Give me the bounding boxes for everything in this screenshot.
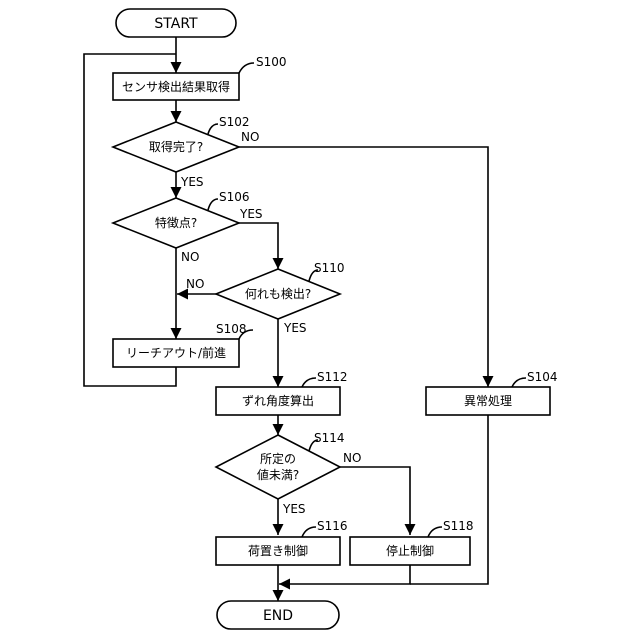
step-s116-text: 荷置き制御 (248, 543, 308, 558)
decision-s106-yes-label: YES (239, 207, 263, 221)
step-s100: センサ検出結果取得 S100 (113, 55, 287, 100)
decision-s106-text: 特徴点? (155, 215, 197, 230)
connectors (84, 37, 488, 601)
decision-s114: 所定の 値未満? S114 NO YES (216, 431, 361, 516)
step-s108-id: S108 (216, 322, 247, 336)
arrow-s102-no-to-s104 (239, 147, 488, 387)
decision-s114-line1: 所定の (260, 451, 296, 466)
step-s108: リーチアウト/前進 S108 (113, 322, 253, 367)
decision-s106-no-label: NO (181, 250, 199, 264)
decision-s102-yes-label: YES (180, 175, 204, 189)
decision-s110-id: S110 (314, 261, 345, 275)
decision-s106-id: S106 (219, 190, 250, 204)
decision-s114-line2: 値未満? (257, 467, 299, 482)
step-s112-id: S112 (317, 370, 348, 384)
decision-s102-no-label: NO (241, 130, 259, 144)
decision-s114-yes-label: YES (282, 502, 306, 516)
decision-s110-text: 何れも検出? (245, 287, 311, 301)
end-label: END (263, 608, 293, 624)
arrow-s114-no-to-s118 (340, 467, 410, 535)
start-terminal: START (116, 9, 236, 37)
step-s104-id: S104 (527, 370, 558, 384)
step-s100-id: S100 (256, 55, 287, 69)
arrow-s106-yes-to-s110 (239, 223, 278, 269)
decision-s102-text: 取得完了? (149, 139, 203, 154)
start-label: START (154, 16, 198, 32)
step-s104-text: 異常処理 (464, 394, 512, 408)
step-s118-id: S118 (443, 519, 474, 533)
step-s118-text: 停止制御 (386, 543, 434, 558)
step-s108-text: リーチアウト/前進 (126, 345, 226, 360)
step-s112: ずれ角度算出 S112 (216, 370, 348, 415)
decision-s110-yes-label: YES (283, 321, 307, 335)
decision-s102: 取得完了? S102 NO YES (113, 115, 259, 189)
decision-s114-id: S114 (314, 431, 345, 445)
step-s100-text: センサ検出結果取得 (122, 79, 230, 94)
arrow-s118-to-merge (279, 565, 410, 584)
decision-s114-no-label: NO (343, 451, 361, 465)
step-s104: 異常処理 S104 (426, 370, 558, 415)
end-terminal: END (217, 601, 339, 629)
decision-s110: 何れも検出? S110 NO YES (186, 261, 345, 335)
step-s116-id: S116 (317, 519, 348, 533)
step-s112-text: ずれ角度算出 (242, 393, 314, 408)
decision-s102-id: S102 (219, 115, 250, 129)
step-s116: 荷置き制御 S116 (216, 519, 348, 565)
decision-s106: 特徴点? S106 YES NO (113, 190, 263, 264)
decision-s110-no-label: NO (186, 277, 204, 291)
step-s118: 停止制御 S118 (350, 519, 474, 565)
